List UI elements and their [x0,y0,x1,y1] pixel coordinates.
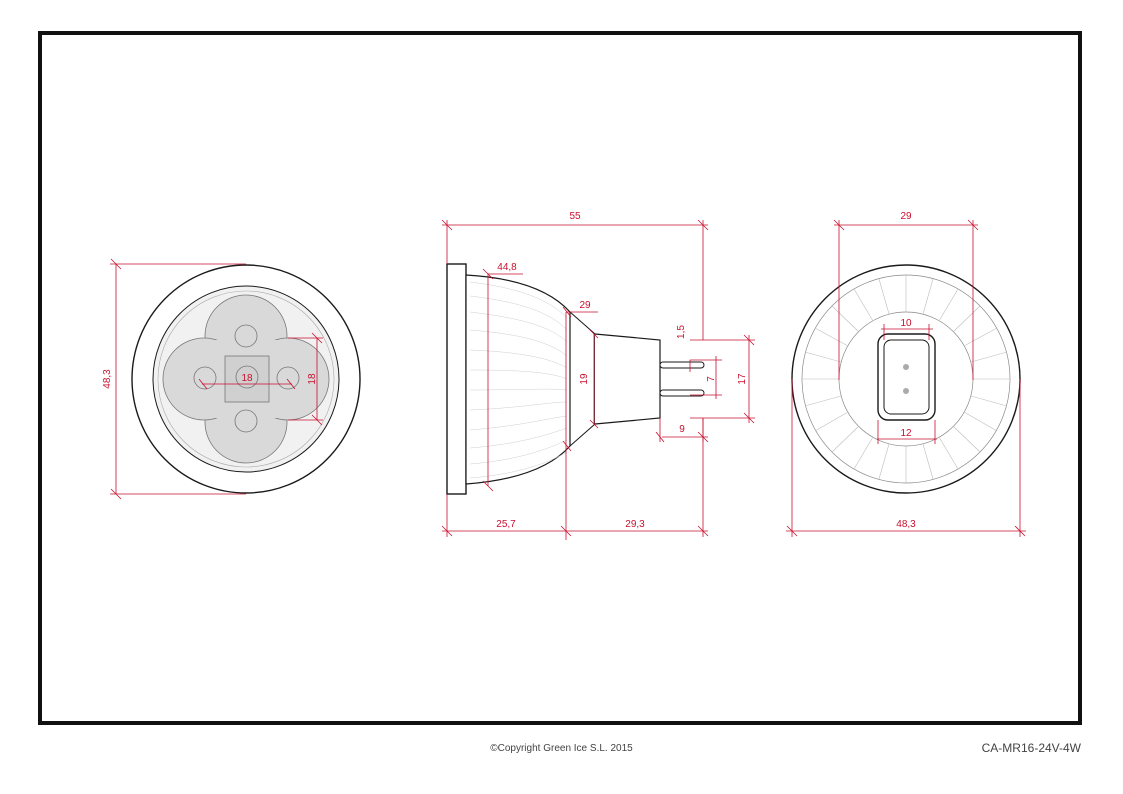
side-pin-length-label: 9 [679,424,685,435]
side-pin-lower [659,389,705,397]
back-inner-diameter-label: 29 [900,211,912,222]
side-cap-diameter-label: 19 [579,373,590,385]
led-lens-center [235,365,259,389]
side-pin-upper [659,361,705,369]
front-diameter-label: 48,3 [102,369,113,389]
back-view: 29 10 12 48,3 [786,211,1026,537]
back-socket-top-label: 10 [900,318,912,329]
side-pin-spacing-label: 7 [706,376,717,382]
copyright-notice: ©Copyright Green Ice S.L. 2015 [490,743,633,754]
back-pin-hole-upper [903,364,909,370]
side-view: 55 44,8 29 19 1,5 7 17 9 25,7 29,3 [441,211,755,540]
product-code: CA-MR16-24V-4W [981,741,1081,755]
side-pin-diameter-label: 1,5 [676,325,687,339]
back-cooling-fins [802,275,1010,483]
front-view: 48,3 18 18 [102,258,361,500]
side-front-glass [446,263,467,495]
led-center-square [224,355,270,403]
back-socket-inner [883,339,930,415]
side-overall-length-label: 55 [569,211,581,222]
side-reflector-diameter-label: 44,8 [497,262,517,273]
side-reflector-length-label: 25,7 [496,519,516,530]
side-neck-diameter-label: 29 [579,300,591,311]
front-lens-inner [157,290,335,468]
side-base [594,333,661,425]
back-socket-bottom-label: 12 [900,428,912,439]
led-lens-top [234,324,258,348]
back-diameter-label: 48,3 [896,519,916,530]
drawing-frame [38,31,1082,725]
front-led-spacing-label: 18 [241,373,253,384]
side-base-length-label: 29,3 [625,519,645,530]
led-lens-bottom [234,409,258,433]
side-base-height-label: 17 [737,373,748,385]
back-pin-hole-lower [903,388,909,394]
led-lens-left [193,366,217,390]
front-led-pair-label: 18 [307,373,318,385]
led-lens-right [276,366,300,390]
side-reflector-body [465,274,571,485]
